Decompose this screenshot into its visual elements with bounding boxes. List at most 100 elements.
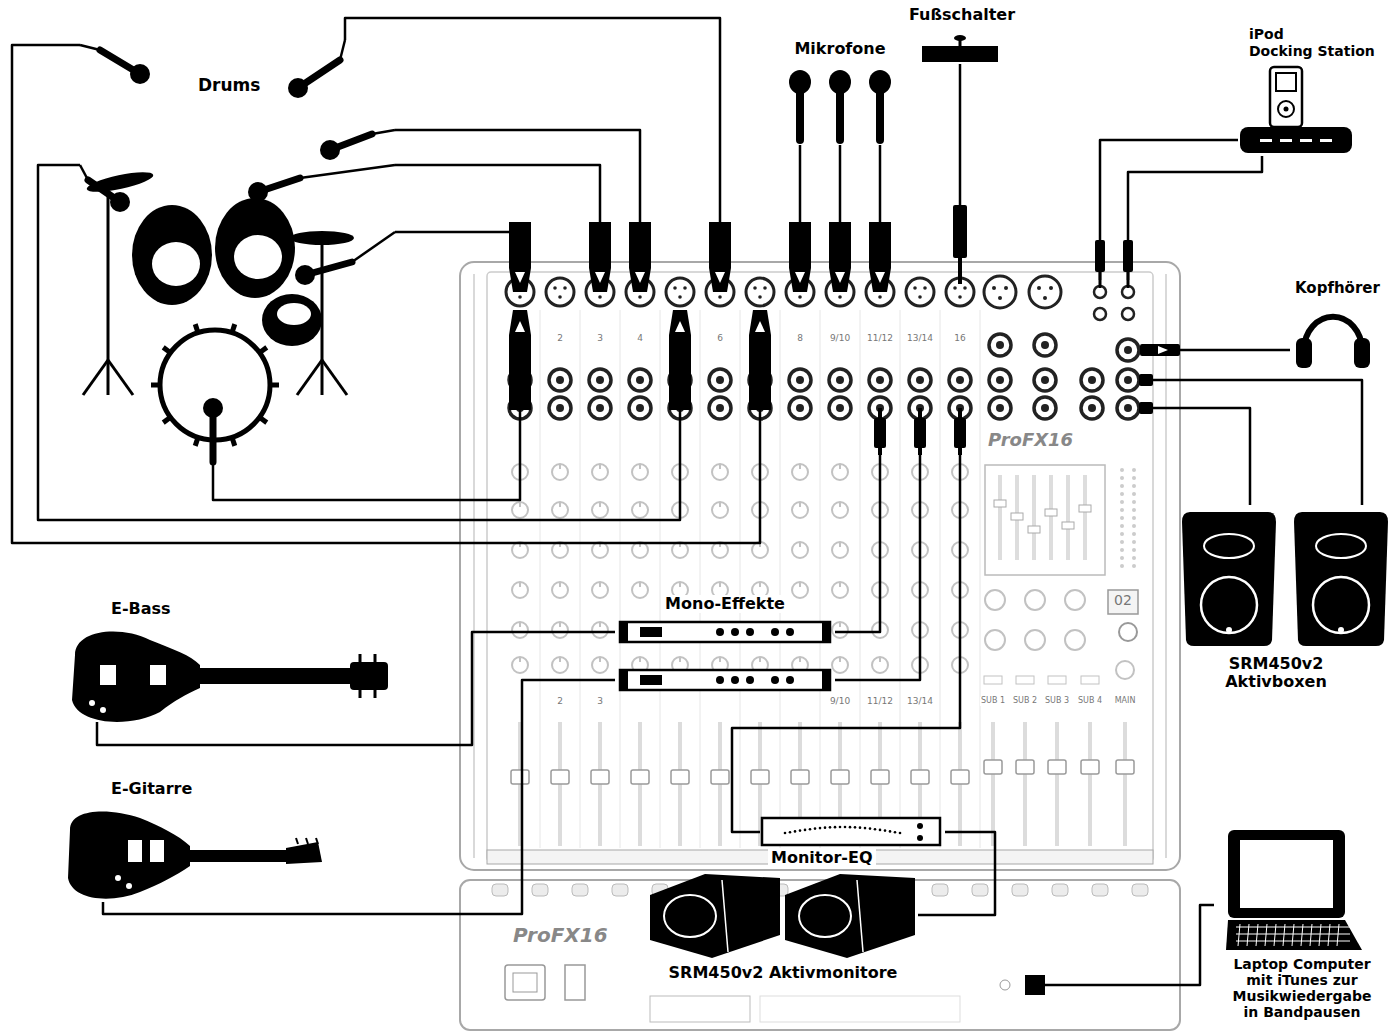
knob-pointer xyxy=(639,582,641,587)
bass-headstock xyxy=(350,662,388,690)
meter-led xyxy=(1132,468,1136,472)
channel-knob xyxy=(632,582,648,598)
bus-label: SUB 1 xyxy=(980,697,1006,706)
strip-divider xyxy=(900,310,901,848)
line-jack-hole xyxy=(1124,376,1132,384)
guitar-knob xyxy=(126,883,132,889)
graphic-eq-cap xyxy=(994,500,1006,507)
line-jack xyxy=(589,397,611,419)
strip-divider xyxy=(980,310,981,848)
ipod-screen xyxy=(1276,73,1296,91)
knob-pointer xyxy=(519,502,521,507)
meter-led xyxy=(1120,564,1124,568)
line-jack-hole xyxy=(596,376,604,384)
device-label: SRM450v2 Aktivmonitore xyxy=(666,964,901,982)
sub-button xyxy=(1048,676,1066,684)
channel-number: 11/12 xyxy=(866,697,894,707)
channel-knob xyxy=(512,582,528,598)
output-plug xyxy=(1139,374,1153,386)
mixer-back-panel: ProFX16 xyxy=(460,880,1180,1030)
channel-knob xyxy=(792,502,808,518)
guitar-knob xyxy=(100,707,106,713)
channel-knob xyxy=(632,542,648,558)
strip-divider xyxy=(780,310,781,848)
meter-led xyxy=(1132,492,1136,496)
line-jack-hole xyxy=(876,376,884,384)
effect-knob xyxy=(716,676,724,684)
knob-pointer xyxy=(719,464,721,469)
meter-led xyxy=(1132,516,1136,520)
knob-bump xyxy=(972,884,988,896)
line-jack xyxy=(1034,369,1056,391)
knob-pointer xyxy=(559,582,561,587)
audio-cable xyxy=(1180,905,1214,985)
meter-led xyxy=(1120,508,1124,512)
eq-led xyxy=(874,828,877,831)
plug-arrow xyxy=(595,272,605,283)
knob-pointer xyxy=(799,582,801,587)
power-socket xyxy=(505,965,545,1000)
audio-cable xyxy=(38,165,680,520)
fader-cap xyxy=(551,770,569,784)
knob-pointer xyxy=(599,582,601,587)
effect-knob xyxy=(771,676,779,684)
audio-cable xyxy=(395,232,520,280)
line-jack-hole xyxy=(716,404,724,412)
plug-arrow xyxy=(515,321,525,332)
tom-drum xyxy=(215,198,295,298)
xlr-pin xyxy=(753,286,757,290)
microphone-head xyxy=(829,70,851,94)
drum-lug xyxy=(259,347,266,352)
audio-cable xyxy=(1128,156,1262,280)
device-label: Monitor-EQ xyxy=(768,849,876,867)
line-jack xyxy=(1081,397,1103,419)
dock-button xyxy=(1260,139,1272,142)
channel-knob xyxy=(832,464,848,480)
channel-knob xyxy=(792,582,808,598)
meter-led xyxy=(1120,516,1124,520)
speaker-woofer xyxy=(1201,577,1257,633)
eq-led xyxy=(799,829,802,832)
fader-cap xyxy=(791,770,809,784)
key-column xyxy=(1238,924,1240,946)
power-socket-inner xyxy=(513,973,537,992)
microphone-head xyxy=(320,140,340,160)
headphone-cup xyxy=(1296,338,1312,368)
audio-cable xyxy=(835,455,920,680)
key-row xyxy=(1236,941,1350,942)
speaker-horn xyxy=(1204,534,1254,558)
microphone-head xyxy=(248,182,268,202)
meter-led xyxy=(1120,556,1124,560)
channel-knob xyxy=(552,582,568,598)
line-jack-hole xyxy=(996,376,1004,384)
line-jack-hole xyxy=(596,404,604,412)
guitar-body xyxy=(68,812,190,899)
dock-button xyxy=(1320,139,1332,142)
xlr-pin xyxy=(553,286,557,290)
fader-cap xyxy=(511,770,529,784)
device-label: Docking Station xyxy=(1246,43,1378,59)
ipod-button xyxy=(1284,107,1289,112)
knob-pointer xyxy=(839,622,841,627)
knob-pointer xyxy=(559,502,561,507)
meter-led xyxy=(1120,476,1124,480)
fader-cap xyxy=(984,760,1002,774)
meter-led xyxy=(1132,484,1136,488)
xlr-pin xyxy=(558,295,562,299)
stage-monitors: SRM450v2 Aktivmonitore xyxy=(648,874,918,992)
pickup xyxy=(150,665,166,685)
mixer-top-panel xyxy=(460,262,1180,870)
line-jack-hole xyxy=(996,404,1004,412)
knob-pointer xyxy=(559,464,561,469)
fader-cap xyxy=(951,770,969,784)
microphone-body xyxy=(836,88,844,140)
guitar-knob xyxy=(89,700,95,706)
knob-pointer xyxy=(519,582,521,587)
device-label: SRM450v2 Aktivboxen xyxy=(1203,655,1349,692)
microphone-head xyxy=(789,70,811,94)
line-jack xyxy=(909,369,931,391)
knob-pointer xyxy=(839,542,841,547)
key-column xyxy=(1319,924,1321,946)
channel-knob xyxy=(552,657,568,673)
